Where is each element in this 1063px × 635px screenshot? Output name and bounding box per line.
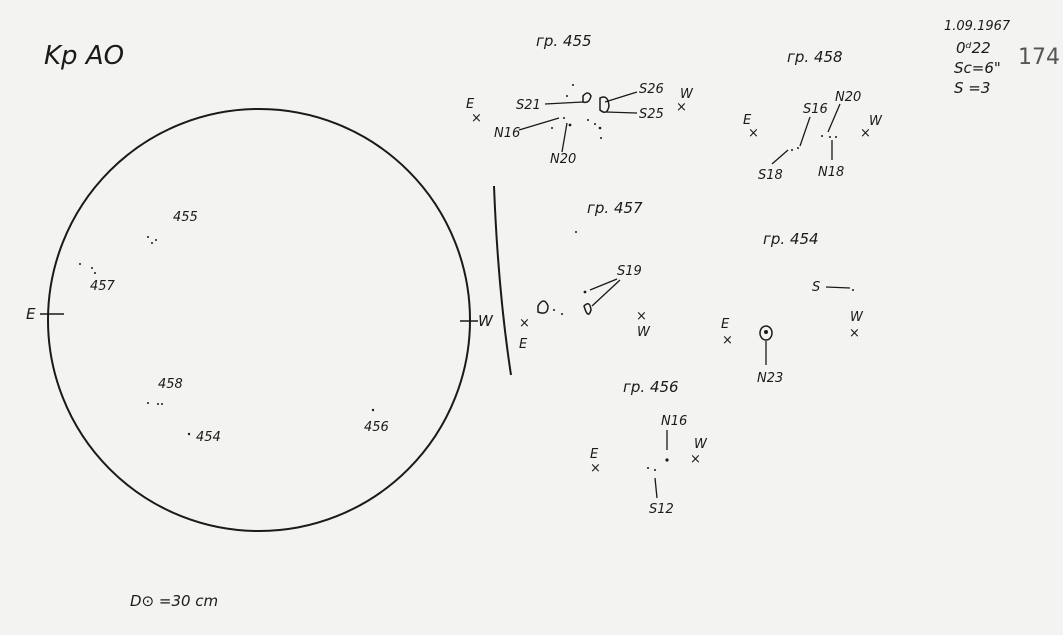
disk-east-label: E bbox=[26, 305, 36, 323]
cross-marker: × bbox=[636, 309, 647, 324]
spot-label: S26 bbox=[639, 82, 664, 97]
cross-marker: × bbox=[676, 100, 687, 115]
disk-group-label: 456 bbox=[364, 420, 389, 435]
group-title: гр. 456 bbox=[623, 378, 679, 396]
limb-arc bbox=[493, 185, 512, 376]
cross-marker: × bbox=[590, 461, 601, 476]
spot-label: S bbox=[812, 280, 820, 295]
disk-group-label: 455 bbox=[173, 210, 198, 225]
group-457-detail: гр. 457 S19 × W × E bbox=[519, 199, 651, 352]
spot-label: N23 bbox=[757, 371, 783, 386]
spot-label: N20 bbox=[550, 152, 576, 167]
disk-group-label: 458 bbox=[158, 377, 183, 392]
spot-label: N16 bbox=[494, 126, 520, 141]
west-label: W bbox=[869, 114, 883, 129]
west-label: W bbox=[637, 325, 651, 340]
spot-label: N18 bbox=[818, 165, 844, 180]
station-label: Kp AO bbox=[44, 41, 124, 71]
cross-marker: × bbox=[860, 126, 871, 141]
east-label: E bbox=[590, 447, 599, 462]
group-title: гр. 458 bbox=[787, 48, 843, 66]
east-label: E bbox=[721, 317, 730, 332]
group-title: гр. 455 bbox=[536, 32, 592, 50]
group-455-detail: гр. 455 E × W × S21 S26 S25 N16 N20 bbox=[466, 32, 694, 167]
spot-label: S19 bbox=[617, 264, 642, 279]
cross-marker: × bbox=[748, 126, 759, 141]
seeing: S =3 bbox=[954, 79, 990, 97]
disk-spots bbox=[79, 236, 375, 436]
group-458-detail: гр. 458 E × W × S16 N20 S18 N18 bbox=[743, 48, 883, 183]
cross-marker: × bbox=[690, 452, 701, 467]
east-label: E bbox=[743, 113, 752, 128]
sheet-number: 174 bbox=[1018, 45, 1060, 70]
east-label: E bbox=[466, 97, 475, 112]
group-title: гр. 457 bbox=[587, 199, 643, 217]
cross-marker: × bbox=[471, 111, 482, 126]
solar-disk bbox=[47, 108, 471, 532]
diameter-label: D⊙ =30 cm bbox=[130, 592, 218, 610]
disk-west-label: W bbox=[478, 312, 494, 330]
group-456-detail: гр. 456 N16 W × E × S12 bbox=[590, 378, 708, 517]
disk-group-label: 454 bbox=[196, 430, 221, 445]
spot-label: S25 bbox=[639, 107, 664, 122]
west-label: W bbox=[680, 87, 694, 102]
cross-marker: × bbox=[519, 316, 530, 331]
cross-marker: × bbox=[722, 333, 733, 348]
time: 0ᵈ22 bbox=[956, 39, 991, 57]
spot-label: S18 bbox=[758, 168, 783, 183]
cross-marker: × bbox=[849, 326, 860, 341]
spot-label: S21 bbox=[516, 98, 541, 113]
group-title: гр. 454 bbox=[763, 230, 819, 248]
group-454-detail: гр. 454 S W × E × N23 bbox=[721, 230, 864, 386]
spot-label: S12 bbox=[649, 502, 674, 517]
date: 1.09.1967 bbox=[944, 19, 1011, 34]
spot-label: S16 bbox=[803, 102, 828, 117]
spot-label: N20 bbox=[835, 90, 861, 105]
scale: Sc=6" bbox=[954, 59, 1001, 77]
west-label: W bbox=[850, 310, 864, 325]
west-label: W bbox=[694, 437, 708, 452]
east-label: E bbox=[519, 337, 528, 352]
spot-label: N16 bbox=[661, 414, 687, 429]
disk-group-label: 457 bbox=[90, 279, 116, 294]
